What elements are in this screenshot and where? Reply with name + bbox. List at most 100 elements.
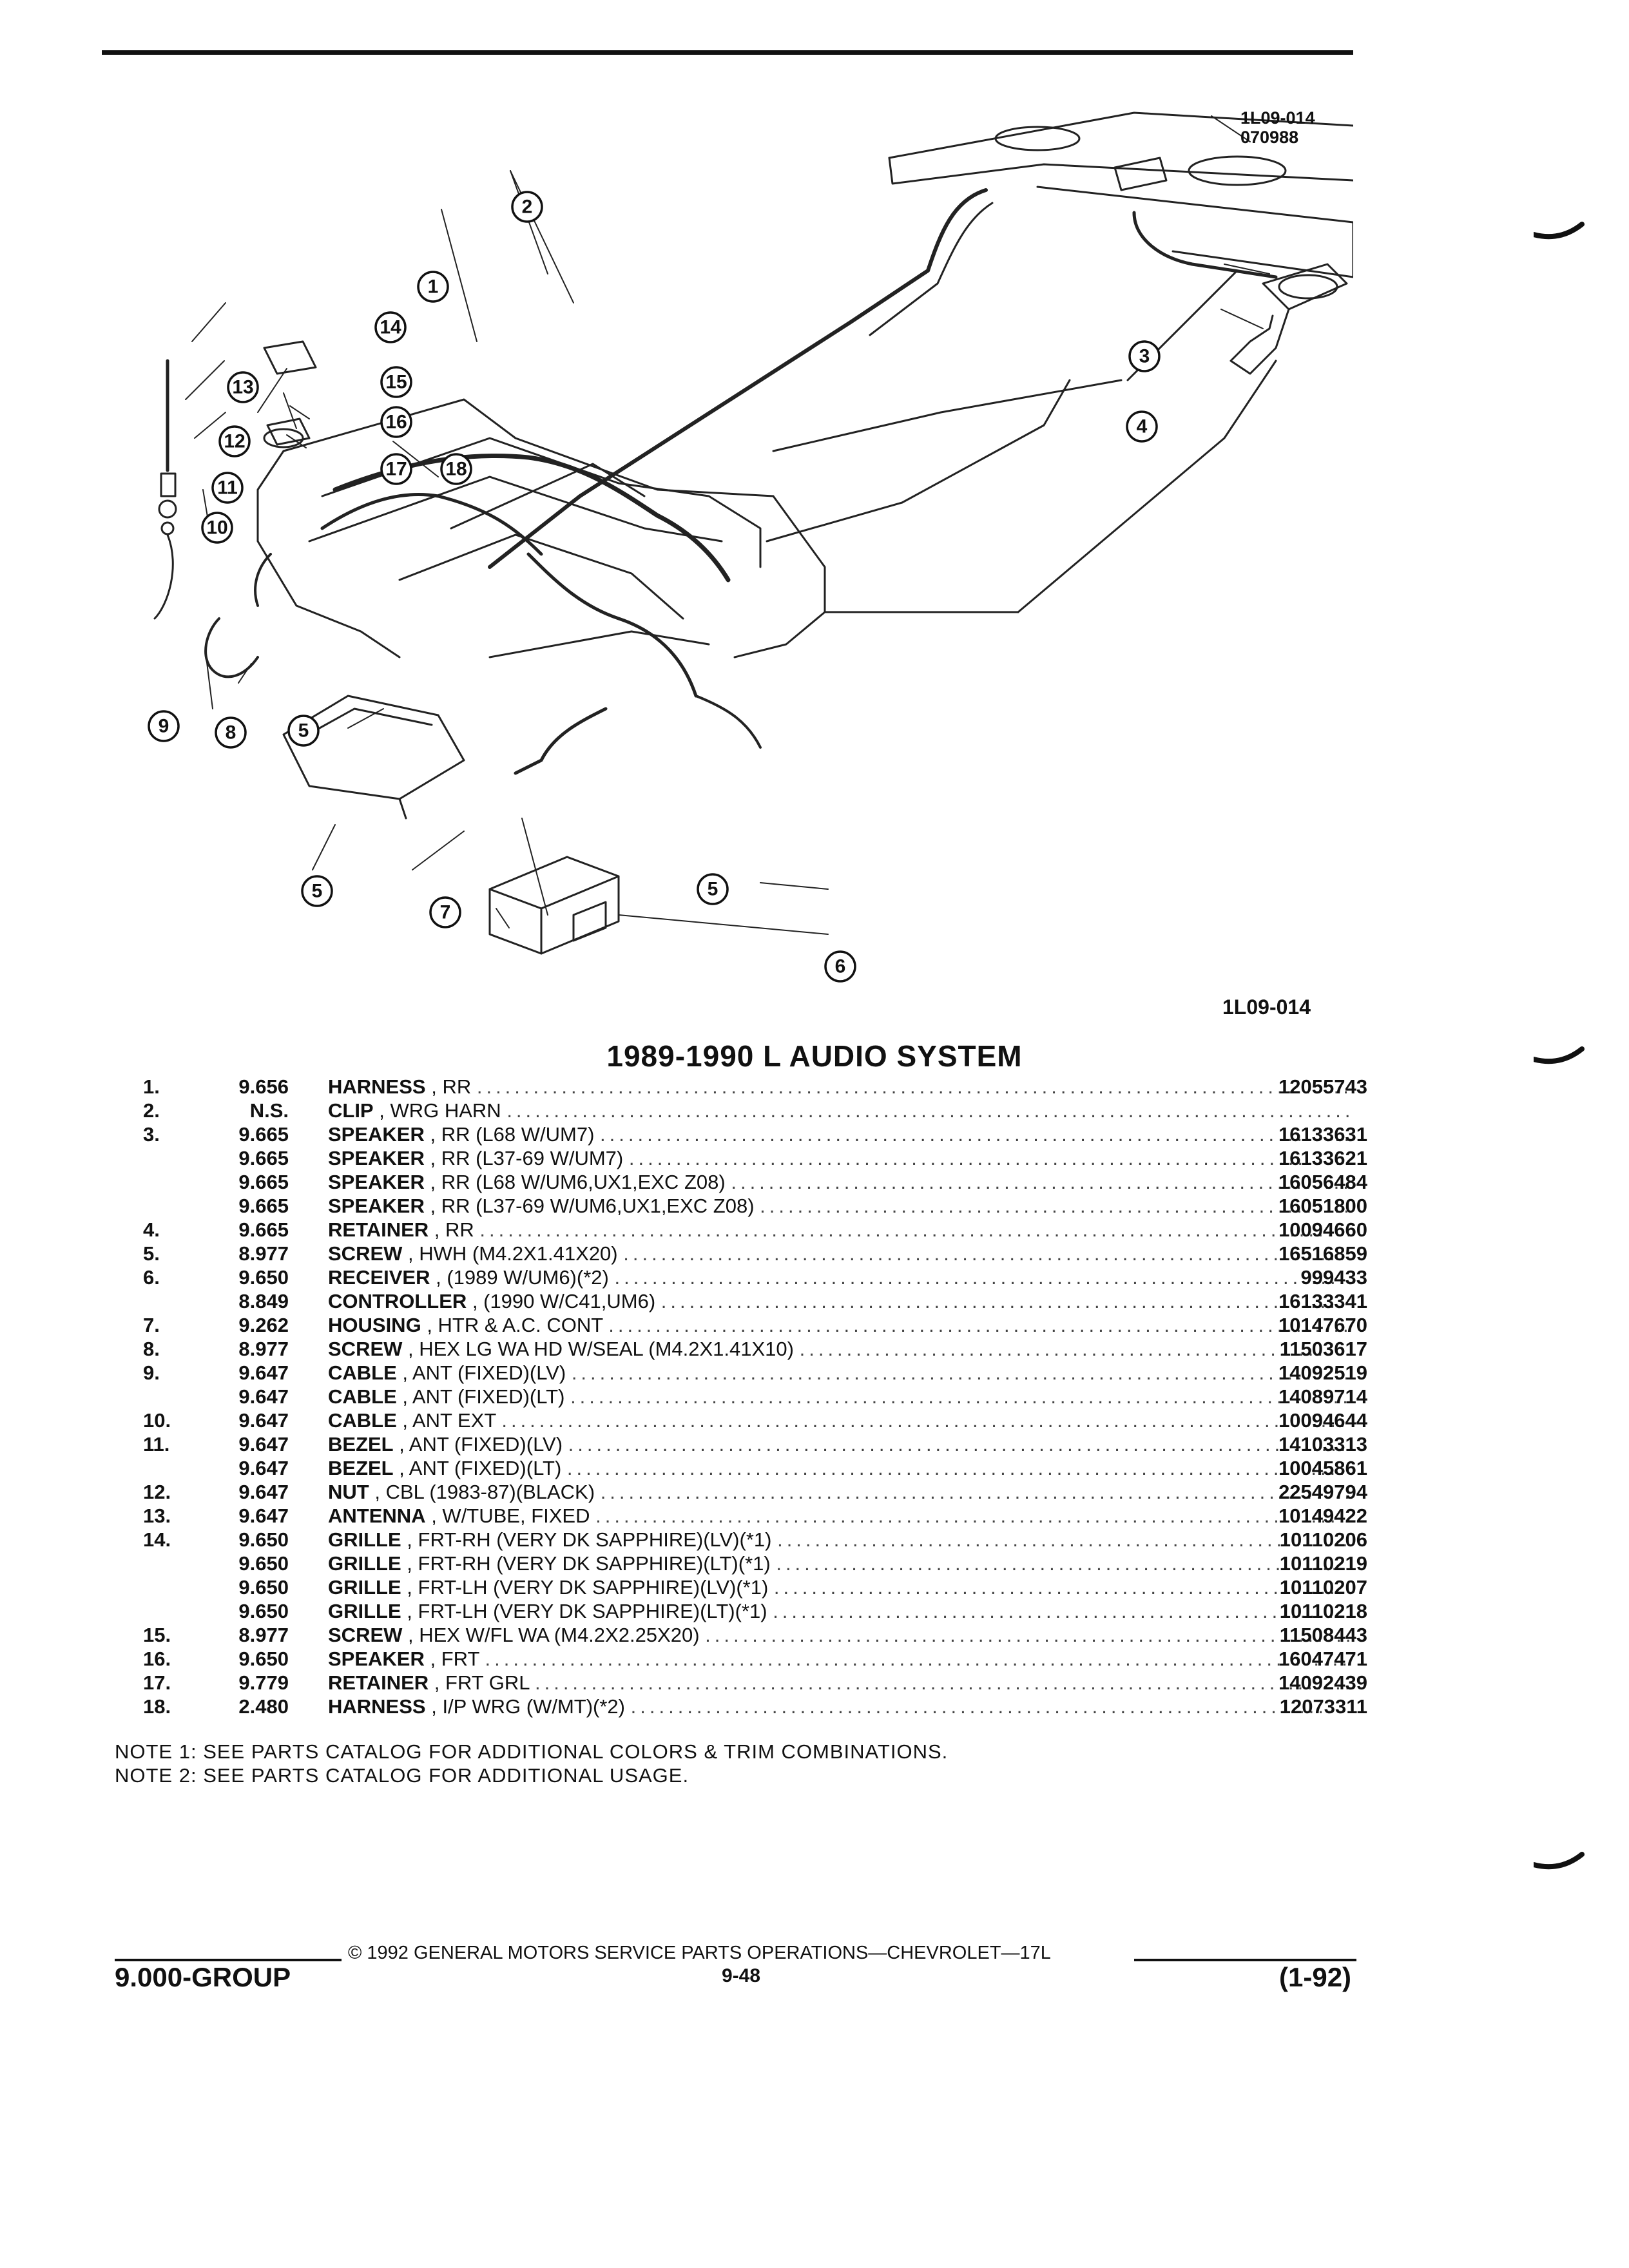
- part-number: 10147670: [1278, 1314, 1367, 1336]
- part-description: GRILLE , FRT-RH (VERY DK SAPPHIRE)(LV)(*…: [328, 1528, 1349, 1552]
- top-rule: [102, 50, 1353, 55]
- part-index: 9.: [143, 1361, 160, 1384]
- part-number: 10045861: [1278, 1457, 1367, 1479]
- part-number: 16056484: [1278, 1171, 1367, 1193]
- part-description: SPEAKER , FRT ..........................…: [328, 1647, 1349, 1671]
- part-detail: , RR: [434, 1218, 474, 1241]
- figure-code-line-1: 1L09-014: [1240, 108, 1315, 128]
- dot-leader: ........................................…: [760, 1195, 1349, 1217]
- callout-14: 14: [380, 317, 401, 338]
- dot-leader: ........................................…: [776, 1552, 1349, 1575]
- part-index: 5.: [143, 1242, 160, 1265]
- part-description: SPEAKER , RR (L37-69 W/UM6,UX1,EXC Z08) …: [328, 1194, 1349, 1218]
- callout-10: 10: [206, 517, 227, 539]
- callout-8: 8: [226, 722, 236, 744]
- part-number: 10110219: [1279, 1552, 1367, 1575]
- part-group-number: 9.665: [238, 1195, 289, 1217]
- part-group-number: 9.665: [238, 1218, 289, 1241]
- part-group-number: 9.647: [238, 1361, 289, 1384]
- part-number: 999433: [1300, 1266, 1367, 1289]
- part-name: NUT: [328, 1481, 369, 1503]
- part-description: BEZEL , ANT (FIXED)(LV) ................…: [328, 1432, 1349, 1456]
- dot-leader: ........................................…: [731, 1171, 1349, 1193]
- callout-4: 4: [1137, 416, 1148, 437]
- dot-leader: ........................................…: [570, 1385, 1349, 1408]
- part-detail: , (1989 W/UM6)(*2): [436, 1266, 609, 1289]
- part-number: 12073311: [1279, 1695, 1367, 1718]
- footer-group: 9.000-GROUP: [115, 1962, 291, 1992]
- part-description: HARNESS , I/P WRG (W/MT)(*2) ...........…: [328, 1695, 1349, 1718]
- part-name: GRILLE: [328, 1576, 401, 1599]
- part-description: SCREW , HWH (M4.2X1.41X20) .............…: [328, 1242, 1349, 1265]
- callout-5: 5: [312, 881, 323, 902]
- part-name: SCREW: [328, 1624, 403, 1646]
- part-description: NUT , CBL (1983-87)(BLACK) .............…: [328, 1480, 1349, 1504]
- part-group-number: 9.650: [238, 1576, 289, 1599]
- dot-leader: ........................................…: [595, 1504, 1349, 1527]
- part-description: CABLE , ANT (FIXED)(LV) ................…: [328, 1361, 1349, 1385]
- part-name: CABLE: [328, 1361, 397, 1384]
- binder-punch-mark: [1534, 222, 1585, 240]
- part-name: SPEAKER: [328, 1123, 425, 1146]
- part-number: 10110218: [1279, 1600, 1367, 1622]
- dot-leader: ........................................…: [485, 1648, 1350, 1670]
- part-name: GRILLE: [328, 1528, 401, 1551]
- part-number: 16051800: [1278, 1195, 1367, 1217]
- part-number: 14089714: [1278, 1385, 1367, 1408]
- part-description: GRILLE , FRT-LH (VERY DK SAPPHIRE)(LT)(*…: [328, 1599, 1349, 1623]
- part-detail: , (1990 W/C41,UM6): [472, 1290, 656, 1312]
- part-number: 16516859: [1278, 1242, 1367, 1265]
- part-number: 10094660: [1278, 1218, 1367, 1241]
- part-index: 8.: [143, 1338, 160, 1360]
- part-index: 18.: [143, 1695, 171, 1718]
- part-index: 11.: [143, 1433, 170, 1456]
- part-name: RECEIVER: [328, 1266, 430, 1289]
- part-description: GRILLE , FRT-LH (VERY DK SAPPHIRE)(LV)(*…: [328, 1575, 1349, 1599]
- part-detail: , ANT EXT: [402, 1409, 496, 1432]
- callout-15: 15: [385, 372, 407, 393]
- dot-leader: ........................................…: [628, 1147, 1349, 1169]
- callout-9: 9: [159, 716, 169, 737]
- callout-17: 17: [385, 459, 407, 480]
- dot-leader: ........................................…: [568, 1433, 1349, 1456]
- part-detail: , W/TUBE, FIXED: [431, 1504, 590, 1527]
- part-index: 7.: [143, 1314, 160, 1336]
- dot-leader: ........................................…: [506, 1099, 1349, 1122]
- part-group-number: 9.647: [238, 1457, 289, 1479]
- part-detail: , CBL (1983-87)(BLACK): [374, 1481, 595, 1503]
- callout-7: 7: [440, 902, 451, 923]
- part-name: SPEAKER: [328, 1147, 425, 1169]
- page-title: 1989-1990 L AUDIO SYSTEM: [606, 1039, 1023, 1073]
- callout-5: 5: [298, 720, 309, 742]
- callout-13: 13: [232, 377, 253, 398]
- part-description: SPEAKER , RR (L68 W/UM6,UX1,EXC Z08) ...…: [328, 1170, 1349, 1194]
- part-group-number: 9.647: [238, 1409, 289, 1432]
- dot-leader: ........................................…: [630, 1695, 1349, 1718]
- part-group-number: 9.665: [238, 1171, 289, 1193]
- part-group-number: N.S.: [249, 1099, 289, 1122]
- dot-leader: ........................................…: [600, 1123, 1349, 1146]
- binder-punch-mark: [1534, 1046, 1585, 1064]
- part-detail: , FRT-RH (VERY DK SAPPHIRE)(LT)(*1): [407, 1552, 771, 1575]
- part-detail: , WRG HARN: [379, 1099, 501, 1122]
- part-group-number: 9.650: [238, 1648, 289, 1670]
- part-index: 15.: [143, 1624, 171, 1646]
- exploded-diagram: 1 2 3 4 5 5 5 6 7 8 9 10 11 12 13 14 15 …: [129, 77, 1353, 1012]
- dot-leader: ........................................…: [479, 1218, 1349, 1241]
- part-description: RECEIVER , (1989 W/UM6)(*2) ............…: [328, 1265, 1349, 1289]
- part-group-number: 9.650: [238, 1528, 289, 1551]
- part-name: CABLE: [328, 1409, 397, 1432]
- footer-copyright: © 1992 GENERAL MOTORS SERVICE PARTS OPER…: [348, 1943, 1051, 1963]
- figure-code-line-2: 070988: [1240, 128, 1299, 147]
- callout-1: 1: [428, 276, 439, 298]
- part-index: 16.: [143, 1648, 171, 1670]
- parts-row: 9.665 SPEAKER , RR (L68 W/UM6,UX1,EXC Z08…: [143, 1170, 1367, 1194]
